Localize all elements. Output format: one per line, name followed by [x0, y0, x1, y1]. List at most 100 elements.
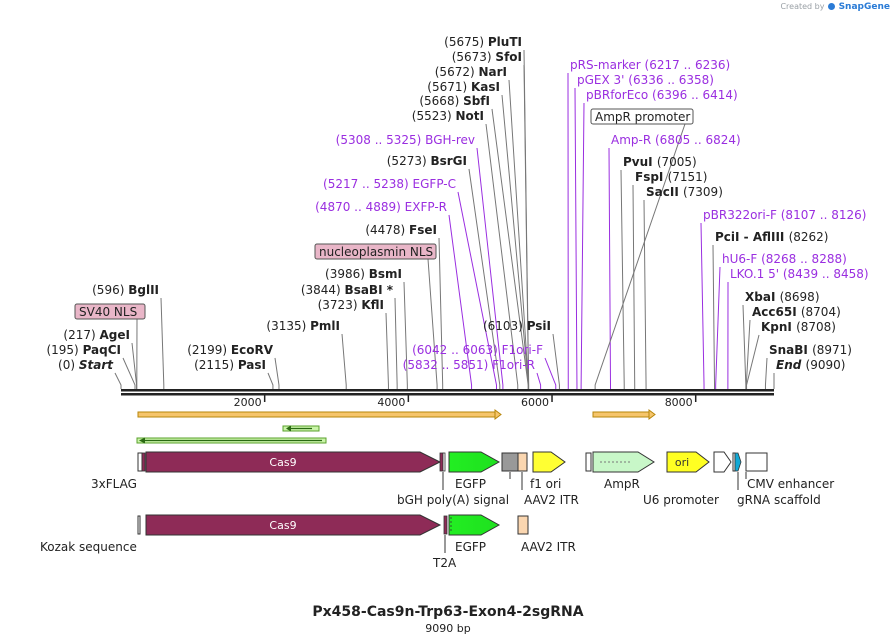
enzyme-label-notI[interactable]: (5523) NotI	[412, 109, 484, 123]
primer-label-f1ori-f[interactable]: (6042 .. 6063) F1ori-F	[412, 343, 543, 357]
enzyme-label-pciI-aflIII[interactable]: PciI - AflIII (8262)	[715, 230, 828, 244]
primer-label-amp-r[interactable]: Amp-R (6805 .. 6824)	[611, 133, 741, 147]
feature-cas9[interactable]: Cas9	[145, 451, 442, 473]
site-position: (7005)	[657, 155, 697, 169]
feature-cmv-enhancer[interactable]	[745, 452, 768, 472]
feature-t2a[interactable]	[443, 515, 448, 535]
site-position: (3135)	[266, 319, 310, 333]
enzyme-label-ageI[interactable]: (217) AgeI	[63, 328, 130, 342]
label-grna-scaffold: gRNA scaffold	[737, 493, 821, 507]
enzyme-label-narI[interactable]: (5672) NarI	[435, 65, 507, 79]
enzyme-label-kasI[interactable]: (5671) KasI	[427, 80, 500, 94]
enzyme-label-kflI[interactable]: (3723) KflI	[318, 298, 384, 312]
ruler-top-line	[121, 389, 774, 392]
site-name: SacII	[646, 185, 683, 199]
feature-nls-start[interactable]	[141, 452, 146, 472]
enzyme-label-bsabi[interactable]: (3844) BsaBI *	[301, 283, 394, 297]
enzyme-label-psiI[interactable]: (6103) PsiI	[483, 319, 551, 333]
leader-line	[131, 342, 138, 389]
primer-range: (5308 .. 5325)	[336, 133, 426, 147]
enzyme-label-plutI[interactable]: (5675) PluTI	[444, 35, 522, 49]
primer-label-pgex-3[interactable]: pGEX 3' (6336 .. 6358)	[577, 73, 714, 87]
enzyme-label-acc65I[interactable]: Acc65I (8704)	[752, 305, 841, 319]
primer-label-pbrforeco[interactable]: pBRforEco (6396 .. 6414)	[586, 88, 738, 102]
enzyme-label-ecoRV[interactable]: (2199) EcoRV	[187, 343, 274, 357]
enzyme-label-sacII[interactable]: SacII (7309)	[646, 185, 723, 199]
feature-grna-scaffold[interactable]	[734, 452, 742, 472]
feature-3xflag[interactable]	[137, 452, 143, 472]
site-position: (5523)	[412, 109, 456, 123]
credit-prefix: Created by	[780, 2, 825, 11]
leader-line	[715, 266, 721, 389]
feature-ampr[interactable]	[592, 451, 655, 473]
feature-cas9-row2[interactable]: Cas9	[145, 514, 442, 536]
leader-line	[552, 333, 560, 389]
enzyme-label-paqCI[interactable]: (195) PaqCI	[46, 343, 121, 357]
primer-label-egfp-c[interactable]: (5217 .. 5238) EGFP-C	[323, 177, 456, 191]
leader-line	[438, 237, 444, 389]
enzyme-label-sfoI[interactable]: (5673) SfoI	[452, 50, 522, 64]
label-start[interactable]: (0) Start	[58, 358, 114, 372]
feature-row-2: Cas9	[137, 514, 529, 536]
site-position: (5668)	[419, 94, 463, 108]
enzyme-label-pvuI[interactable]: PvuI (7005)	[623, 155, 697, 169]
primer-range: (6805 .. 6824)	[655, 133, 741, 147]
feature-kozak[interactable]	[137, 515, 141, 535]
feature-aav2-itr-row2[interactable]	[517, 515, 529, 535]
site-position: (2199)	[187, 343, 231, 357]
enzyme-label-pasI[interactable]: (2115) PasI	[194, 358, 266, 372]
enzyme-label-bsmI[interactable]: (3986) BsmI	[325, 267, 402, 281]
enzyme-label-fseI[interactable]: (4478) FseI	[365, 223, 437, 237]
enzyme-label-sbfI[interactable]: (5668) SbfI	[419, 94, 490, 108]
feature-egfp-row2[interactable]	[448, 514, 501, 536]
leader-line	[620, 169, 625, 389]
primer-label-prs-marker[interactable]: pRS-marker (6217 .. 6236)	[570, 58, 730, 72]
ampr-promoter-label[interactable]: AmpR promoter	[590, 108, 694, 125]
primer-label-exfp-r[interactable]: (4870 .. 4889) EXFP-R	[315, 200, 447, 214]
primer-label-lko1-5[interactable]: LKO.1 5' (8439 .. 8458)	[730, 267, 869, 281]
feature-nucleoplasmin-nls[interactable]	[439, 452, 444, 472]
sv40-nls-label[interactable]: SV40 NLS	[74, 303, 146, 320]
site-position: (8698)	[780, 290, 820, 304]
primer-name: pRS-marker	[570, 58, 645, 72]
enzyme-label-kpnI[interactable]: KpnI (8708)	[761, 320, 836, 334]
primer-label-bgh-rev[interactable]: (5308 .. 5325) BGH-rev	[336, 133, 475, 147]
site-position: (9090)	[806, 358, 846, 372]
nucleoplasmin-nls-label[interactable]: nucleoplasmin NLS	[314, 243, 437, 260]
enzyme-label-bglII[interactable]: (596) BglII	[92, 283, 159, 297]
enzyme-label-pmlI[interactable]: (3135) PmlI	[266, 319, 340, 333]
feature-ampr-promoter[interactable]	[585, 452, 592, 472]
enzyme-label-fspI[interactable]: FspI (7151)	[635, 170, 707, 184]
primer-range: (6396 .. 6414)	[652, 88, 738, 102]
site-name: PluTI	[488, 35, 522, 49]
feature-row-1-connectors	[442, 472, 747, 490]
feature-aav2-itr[interactable]	[517, 452, 528, 472]
feature-u6-promoter[interactable]	[713, 451, 732, 473]
feature-egfp[interactable]	[448, 451, 501, 473]
feature-ori[interactable]: ori	[666, 451, 710, 473]
site-name: BglII	[128, 283, 159, 297]
site-position: (7309)	[683, 185, 723, 199]
site-name: EcoRV	[231, 343, 274, 357]
feature-f1-ori[interactable]	[532, 451, 566, 473]
primer-label-hu6-f[interactable]: hU6-F (8268 .. 8288)	[722, 252, 847, 266]
feature-row-2-labels: Kozak sequence EGFP T2A AAV2 ITR	[40, 540, 576, 570]
enzyme-label-xbaI[interactable]: XbaI (8698)	[745, 290, 820, 304]
site-name: Start	[79, 358, 114, 372]
primer-range: (6217 .. 6236)	[645, 58, 731, 72]
primer-name: F1ori-F	[502, 343, 543, 357]
label-egfp-row2: EGFP	[455, 540, 486, 554]
primer-label-f1ori-r[interactable]: (5832 .. 5851) F1ori-R	[403, 358, 535, 372]
enzyme-label-snabI[interactable]: SnaBI (8971)	[769, 343, 852, 357]
label-egfp: EGFP	[455, 477, 486, 491]
label-3xflag: 3xFLAG	[91, 477, 137, 491]
enzyme-label-bsrgI[interactable]: (5273) BsrGI	[387, 154, 467, 168]
primer-label-pbr322ori-f[interactable]: pBR322ori-F (8107 .. 8126)	[703, 208, 866, 222]
label-end[interactable]: End (9090)	[776, 358, 845, 372]
label-u6-promoter: U6 promoter	[643, 493, 719, 507]
feature-bgh-polya[interactable]	[501, 452, 519, 472]
site-position: (6103)	[483, 319, 527, 333]
site-position: (3986)	[325, 267, 369, 281]
site-position: (3723)	[318, 298, 362, 312]
